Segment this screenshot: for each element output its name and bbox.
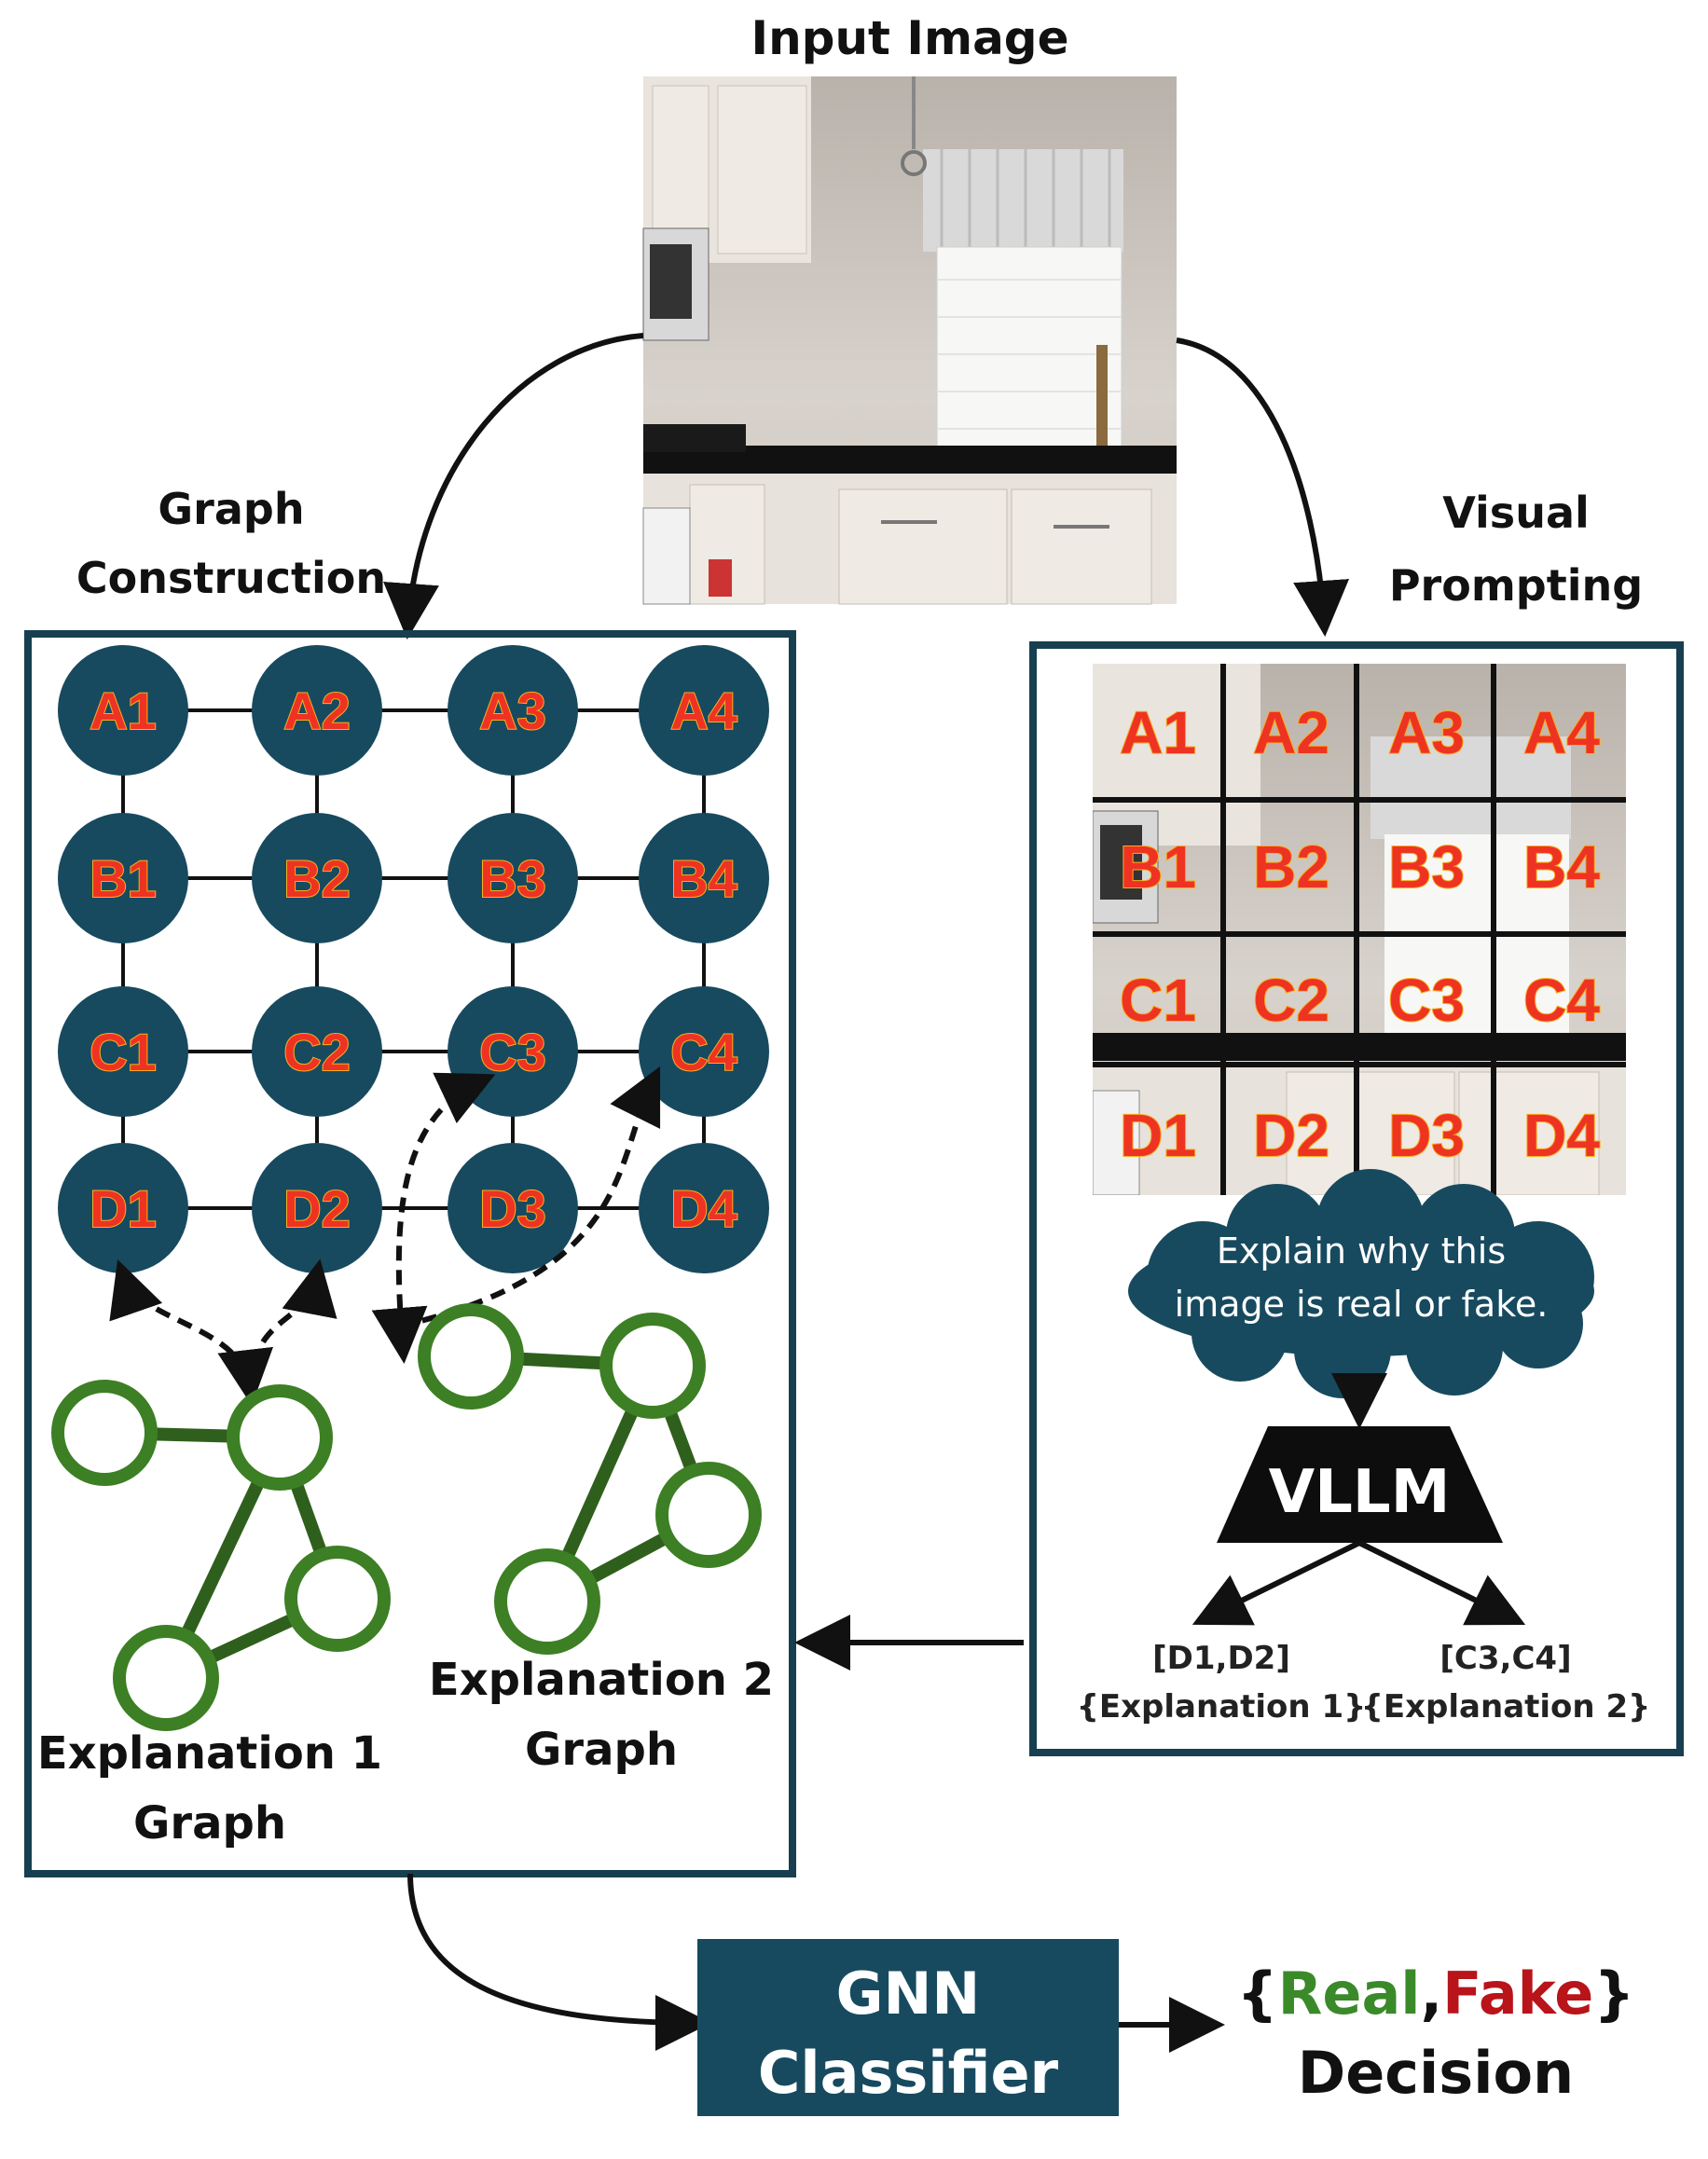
explanation-1-graph — [51, 1380, 391, 1731]
grid-cell-C4: C4 — [1523, 967, 1600, 1034]
exp2-node — [494, 1548, 600, 1655]
explanation-2-label-line1: Explanation 2 — [429, 1654, 774, 1706]
grid-node-A2: A2 — [252, 645, 382, 776]
svg-text:D2: D2 — [283, 1179, 351, 1238]
grid-cell-C3: C3 — [1388, 967, 1465, 1034]
grid-cell-D4: D4 — [1523, 1102, 1600, 1169]
grid-cell-C2: C2 — [1253, 967, 1329, 1034]
arrow-to-graph-construction — [383, 333, 644, 639]
gridded-input-image — [1093, 664, 1626, 1195]
grid-node-C1: C1 — [58, 986, 188, 1117]
grid-cell-B2: B2 — [1253, 833, 1329, 901]
visual-prompting-panel — [1029, 641, 1684, 1756]
arrow-vllm-to-right-output — [1357, 1540, 1526, 1626]
svg-text:A1: A1 — [90, 681, 157, 740]
decision-real: Real — [1278, 1960, 1421, 2028]
arrow-vllm-to-left-output — [1191, 1540, 1361, 1626]
svg-text:C3: C3 — [479, 1023, 546, 1081]
explanation-1-label-line2: Graph — [133, 1797, 286, 1850]
grid-node-D4: D4 — [639, 1143, 769, 1273]
dashed-arrow-c4-to-exp2 — [409, 1066, 661, 1327]
visual-prompting-label-line2: Prompting — [1389, 560, 1643, 611]
grid-node-C3: C3 — [448, 986, 578, 1117]
grid-edges — [117, 708, 707, 1210]
grid-node-A4: A4 — [639, 645, 769, 776]
dashed-arrow-c3-to-exp2 — [371, 1072, 496, 1364]
output-left-explanation: {Explanation 1} — [1077, 1688, 1367, 1726]
exp1-node — [227, 1384, 333, 1491]
svg-text:C1: C1 — [90, 1023, 157, 1081]
exp2-node — [599, 1313, 706, 1419]
vllm-label: VLLM — [1269, 1458, 1451, 1527]
svg-text:A2: A2 — [283, 681, 351, 740]
output-right-patches: [C3,C4] — [1439, 1640, 1571, 1677]
exp2-node — [418, 1303, 524, 1410]
decision-set: {Real,Fake} — [1237, 1960, 1635, 2028]
svg-text:D3: D3 — [479, 1179, 546, 1238]
svg-text:B2: B2 — [283, 849, 351, 908]
exp1-node — [113, 1625, 219, 1731]
grid-node-D2: D2 — [252, 1143, 382, 1273]
grid-cell-A4: A4 — [1523, 699, 1600, 766]
explanation-1-label-line1: Explanation 1 — [37, 1727, 382, 1780]
decision-fake: Fake — [1442, 1960, 1593, 2028]
svg-text:B3: B3 — [479, 849, 546, 908]
grid-cell-B3: B3 — [1388, 833, 1465, 901]
grid-cell-D1: D1 — [1120, 1102, 1196, 1169]
exp2-node — [655, 1462, 762, 1568]
grid-cell-A1: A1 — [1120, 699, 1196, 766]
grid-node-A1: A1 — [58, 645, 188, 776]
input-image — [642, 76, 1177, 605]
arrow-to-visual-prompting — [1176, 337, 1350, 637]
explanation-2-graph — [418, 1303, 762, 1655]
grid-node-C4: C4 — [639, 986, 769, 1117]
grid-node-D1: D1 — [58, 1143, 188, 1273]
svg-text:C4: C4 — [670, 1023, 737, 1081]
grid-node-B1: B1 — [58, 813, 188, 943]
gnn-label-line2: Classifier — [758, 2039, 1059, 2107]
grid-cell-D3: D3 — [1388, 1102, 1465, 1169]
decision-label: Decision — [1298, 2039, 1574, 2107]
prompt-text-line2: image is real or fake. — [1175, 1284, 1549, 1325]
svg-text:D1: D1 — [90, 1179, 157, 1238]
grid-node-A3: A3 — [448, 645, 578, 776]
grid-cell-B4: B4 — [1523, 833, 1600, 901]
prompt-text-line1: Explain why this — [1217, 1231, 1506, 1272]
grid-node-B3: B3 — [448, 813, 578, 943]
grid-node-C2: C2 — [252, 986, 382, 1117]
explanation-2-label-line2: Graph — [525, 1724, 678, 1776]
input-image-title: Input Image — [751, 11, 1068, 65]
grid-labels: A1 A2 A3 A4 B1 B2 B3 B4 C1 C2 C3 C4 D1 D… — [1119, 698, 1601, 1170]
gnn-classifier-box — [697, 1939, 1119, 2116]
grid-cell-A3: A3 — [1388, 699, 1465, 766]
exp1-node — [284, 1546, 391, 1652]
visual-prompting-label-line1: Visual — [1442, 488, 1590, 538]
arrow-graph-to-gnn — [407, 1873, 711, 2051]
output-right-explanation: {Explanation 2} — [1361, 1688, 1651, 1726]
grid-node-B2: B2 — [252, 813, 382, 943]
svg-text:A4: A4 — [670, 681, 737, 740]
exp1-node — [51, 1380, 158, 1486]
dashed-arrow-d2-to-exp1 — [249, 1258, 337, 1381]
graph-construction-label-line1: Graph — [158, 484, 304, 534]
output-left-patches: [D1,D2] — [1152, 1640, 1290, 1677]
grid-cell-D2: D2 — [1253, 1102, 1329, 1169]
gnn-label-line1: GNN — [836, 1960, 981, 2028]
svg-text:C2: C2 — [283, 1023, 351, 1081]
svg-text:A3: A3 — [479, 681, 546, 740]
grid-cell-B1: B1 — [1120, 833, 1196, 901]
grid-node-B4: B4 — [639, 813, 769, 943]
graph-construction-label-line2: Construction — [76, 553, 386, 603]
svg-text:B1: B1 — [90, 849, 157, 908]
svg-text:D4: D4 — [670, 1179, 737, 1238]
grid-cell-A2: A2 — [1253, 699, 1329, 766]
grid-node-D3: D3 — [448, 1143, 578, 1273]
vllm-block — [1217, 1426, 1503, 1543]
svg-text:B4: B4 — [670, 849, 737, 908]
dashed-arrow-d1-to-exp1 — [109, 1259, 273, 1406]
grid-cell-C1: C1 — [1120, 967, 1196, 1034]
